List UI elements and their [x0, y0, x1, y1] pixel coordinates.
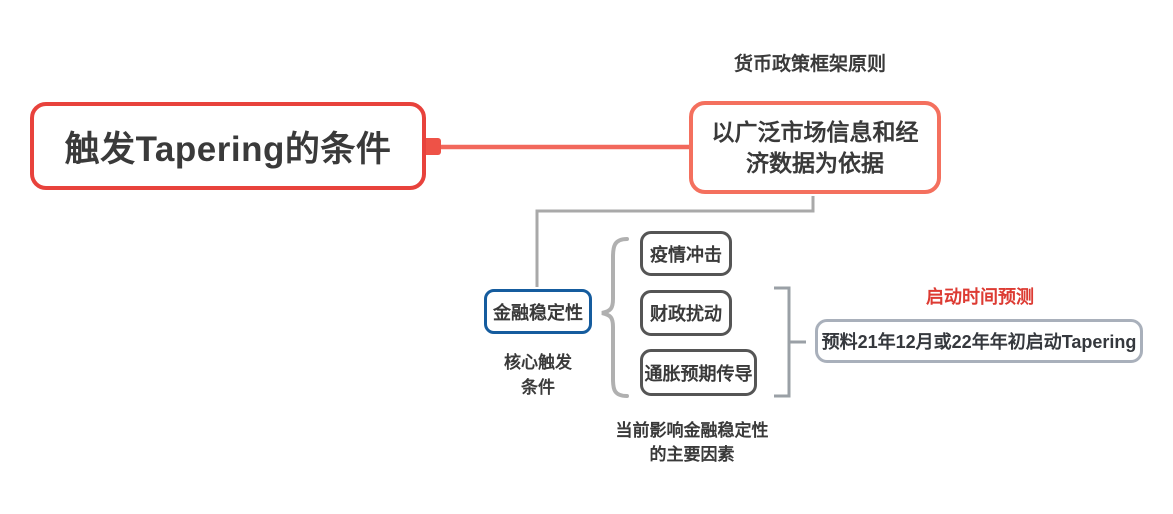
- factors-caption: 当前影响金融稳定性 的主要因素: [592, 419, 792, 467]
- root-topic-label: 触发Tapering的条件: [64, 129, 392, 169]
- framework-node-label: 以广泛市场信息和经 济数据为依据: [712, 117, 919, 179]
- root-to-framework-connector: [423, 138, 689, 155]
- factor-node-pandemic-shock[interactable]: 疫情冲击: [640, 231, 732, 276]
- factor-node-inflation-expectation[interactable]: 通胀预期传导: [640, 349, 757, 396]
- factor-node-label: 疫情冲击: [650, 244, 722, 265]
- factors-caption-line2: 的主要因素: [649, 445, 735, 464]
- factor-node-fiscal-disturbance[interactable]: 财政扰动: [640, 290, 732, 336]
- factors-caption-line1: 当前影响金融稳定性: [615, 421, 769, 440]
- stability-caption-line1: 核心触发: [504, 353, 572, 372]
- prediction-caption-text: 启动时间预测: [926, 287, 1034, 307]
- stability-children-brace: [601, 237, 629, 398]
- factor-node-label: 通胀预期传导: [644, 363, 753, 384]
- prediction-node-label: 预料21年12月或22年年初启动Tapering: [821, 332, 1137, 352]
- framework-caption: 货币政策框架原则: [710, 49, 910, 76]
- prediction-node[interactable]: 预料21年12月或22年年初启动Tapering: [815, 319, 1143, 363]
- stability-node-label: 金融稳定性: [493, 302, 583, 323]
- factors-to-prediction-bracket: [774, 286, 806, 398]
- framework-node[interactable]: 以广泛市场信息和经 济数据为依据: [689, 101, 941, 194]
- framework-node-line1: 以广泛市场信息和经: [711, 118, 919, 145]
- root-topic-node[interactable]: 触发Tapering的条件: [30, 102, 426, 190]
- stability-caption-line2: 条件: [521, 378, 555, 397]
- framework-node-line2: 济数据为依据: [746, 149, 884, 176]
- framework-caption-text: 货币政策框架原则: [733, 54, 886, 75]
- prediction-caption: 启动时间预测: [880, 283, 1080, 309]
- stability-caption: 核心触发 条件: [478, 350, 598, 400]
- factor-node-label: 财政扰动: [650, 304, 722, 324]
- stability-node[interactable]: 金融稳定性: [484, 289, 592, 334]
